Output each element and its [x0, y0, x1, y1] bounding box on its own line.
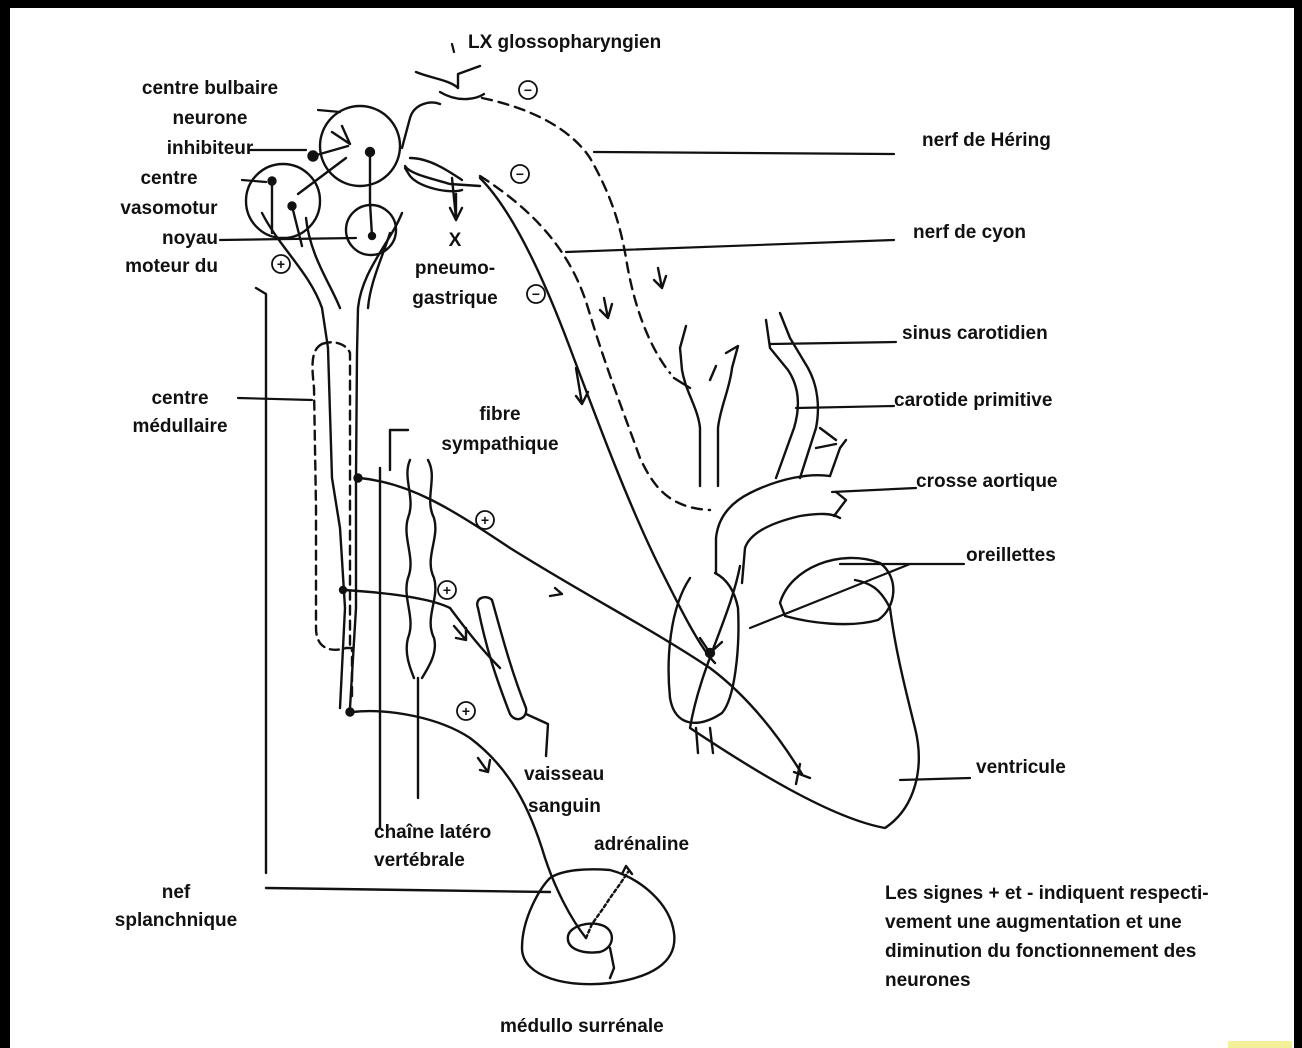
label-noyau: noyau [70, 224, 218, 254]
label-crosse-aortique: crosse aortique [916, 467, 1058, 497]
label-centre-vaso: centre [94, 164, 244, 194]
sympathetic-fibre [360, 478, 802, 774]
label-nerf-cyon: nerf de cyon [913, 218, 1026, 248]
minus-glyph-1: − [518, 75, 538, 105]
label-ventricule: ventricule [976, 753, 1066, 783]
label-pneumo: pneumo- [395, 254, 515, 284]
heart [669, 313, 919, 828]
plus-glyph-4: + [456, 696, 476, 726]
label-medullaire: médullaire [110, 412, 250, 442]
label-vertebrale: vertébrale [374, 846, 465, 876]
note-line-2: vement une augmentation et une [885, 908, 1182, 937]
label-nerf-hering: nerf de Héring [922, 126, 1051, 156]
diagram-frame: − − − + + + + LX glossopharyngien centre… [10, 8, 1294, 1048]
cranial-nerves [402, 66, 484, 220]
label-sinus-carotidien: sinus carotidien [902, 319, 1048, 349]
plus-glyph-2: + [475, 505, 495, 535]
label-vasomotur: vasomotur [94, 194, 244, 224]
label-carotide-primitive: carotide primitive [894, 386, 1052, 416]
note-line-1: Les signes + et - indiquent respecti- [885, 879, 1209, 908]
label-vaisseau: vaisseau [524, 760, 604, 790]
label-gastrique: gastrique [395, 284, 515, 314]
label-medullo-surrenale: médullo surrénale [500, 1012, 664, 1042]
label-sympathique: sympathique [420, 430, 580, 460]
label-oreillettes: oreillettes [966, 541, 1056, 571]
label-glossopharyngien: LX glossopharyngien [468, 28, 661, 58]
label-centre-bulbaire: centre bulbaire [120, 74, 300, 104]
centre-vasomoteur-circle [246, 164, 320, 238]
adrenal-medulla [522, 866, 674, 984]
nerf-hering-path [482, 98, 670, 373]
label-nef: nef [96, 878, 256, 908]
note-line-4: neurones [885, 966, 971, 995]
label-inhibiteur: inhibiteur [120, 134, 300, 164]
blood-vessel [477, 597, 526, 719]
label-sanguin: sanguin [528, 792, 601, 822]
label-splanchnique: splanchnique [96, 906, 256, 936]
plus-glyph-1: + [271, 249, 291, 279]
centre-bulbaire-circle [320, 106, 400, 186]
label-moteur-du: moteur du [70, 252, 218, 282]
corner-highlight [1228, 1041, 1292, 1048]
label-chaine: chaîne latéro [374, 818, 491, 848]
label-x: X [410, 226, 500, 256]
label-fibre: fibre [430, 400, 570, 430]
minus-glyph-3: − [526, 279, 546, 309]
note-line-3: diminution du fonctionnement des [885, 937, 1196, 966]
minus-glyph-2: − [510, 159, 530, 189]
label-centre-med: centre [110, 384, 250, 414]
label-neurone: neurone [120, 104, 300, 134]
plus-glyph-3: + [437, 575, 457, 605]
label-adrenaline: adrénaline [594, 830, 689, 860]
